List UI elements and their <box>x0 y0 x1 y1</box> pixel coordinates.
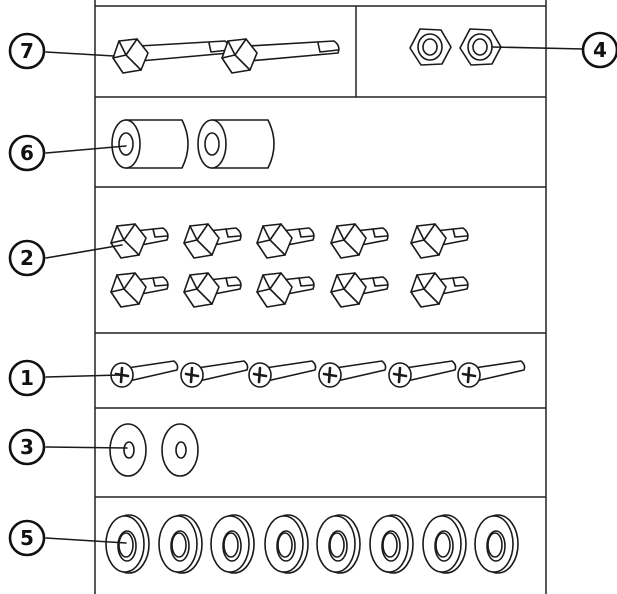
thick-washer <box>422 514 467 574</box>
phillips-screw <box>179 359 249 389</box>
short-hex-bolt <box>330 223 389 259</box>
hex-nut <box>409 28 452 66</box>
short-hex-bolt <box>256 223 315 259</box>
phillips-screw <box>247 359 317 389</box>
phillips-screws-group <box>109 359 526 389</box>
callout-4: 4 <box>491 31 617 69</box>
hex-nuts-group <box>409 28 502 66</box>
short-hex-bolts-group <box>110 223 469 308</box>
callout-4-label: 4 <box>593 38 607 62</box>
thick-washers-group <box>105 514 519 574</box>
callout-3: 3 <box>8 428 128 466</box>
short-hex-bolt <box>256 272 315 308</box>
thick-washer <box>105 514 150 574</box>
short-hex-bolt <box>330 272 389 308</box>
spacers-group <box>111 119 275 169</box>
short-hex-bolt <box>410 272 469 308</box>
short-hex-bolt <box>110 272 169 308</box>
callout-7: 7 <box>8 32 115 70</box>
thick-washer <box>210 514 255 574</box>
callout-6: 6 <box>8 134 127 172</box>
short-hex-bolt <box>110 223 169 259</box>
long-hex-bolt <box>221 38 340 74</box>
flat-washer <box>161 423 199 477</box>
short-hex-bolt <box>183 272 242 308</box>
panel-frame <box>94 0 547 594</box>
thick-washer <box>474 514 519 574</box>
short-hex-bolt <box>183 223 242 259</box>
callout-2-label: 2 <box>20 246 34 270</box>
thick-washer <box>264 514 309 574</box>
callout-1: 1 <box>8 359 121 397</box>
callout-5: 5 <box>8 519 127 557</box>
callout-7-label: 7 <box>20 39 34 63</box>
thick-washer <box>158 514 203 574</box>
thick-washer <box>316 514 361 574</box>
callout-3-label: 3 <box>20 435 34 459</box>
spacer-sleeve <box>111 119 189 169</box>
phillips-screw <box>456 359 526 389</box>
callout-6-label: 6 <box>20 141 34 165</box>
flat-washer <box>109 423 147 477</box>
thick-washer <box>369 514 414 574</box>
callout-5-label: 5 <box>20 526 34 550</box>
flat-washers-group <box>109 423 199 477</box>
phillips-screw <box>317 359 387 389</box>
phillips-screw <box>109 359 179 389</box>
callout-1-label: 1 <box>20 366 34 390</box>
phillips-screw <box>387 359 457 389</box>
long-hex-bolts-group <box>112 38 340 74</box>
callout-2: 2 <box>8 239 123 277</box>
short-hex-bolt <box>410 223 469 259</box>
spacer-sleeve <box>197 119 275 169</box>
long-hex-bolt <box>112 38 231 74</box>
